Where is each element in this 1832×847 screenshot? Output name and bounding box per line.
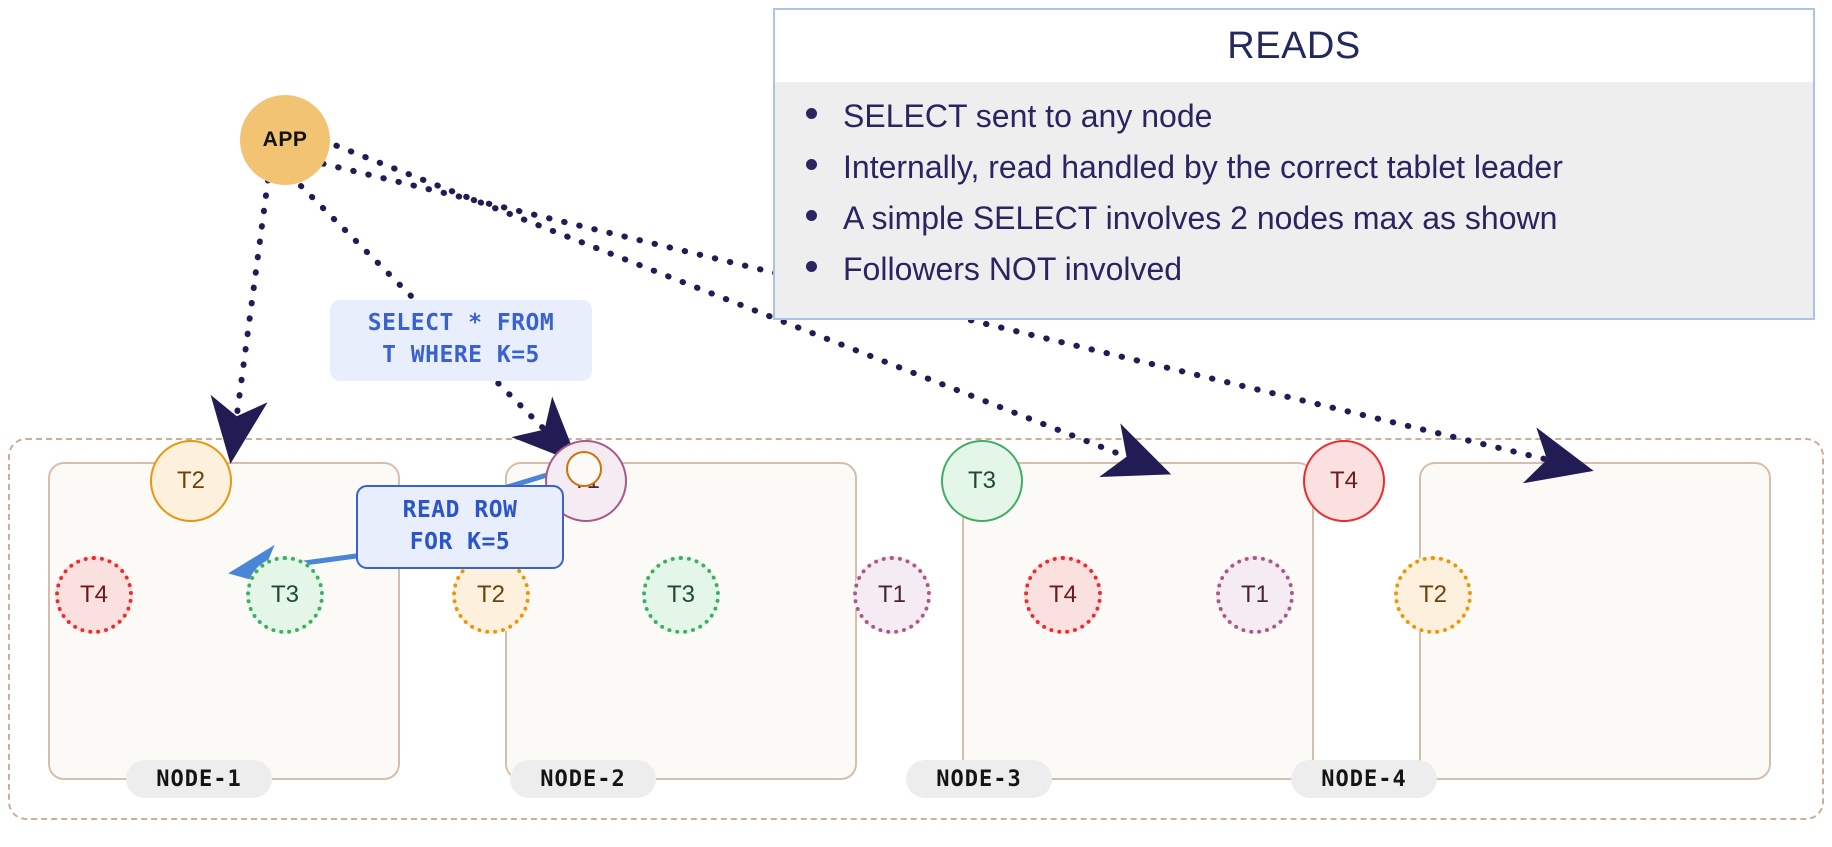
tablet-leader-node-1[interactable]: T2 — [150, 440, 232, 522]
app-node[interactable]: APP — [240, 95, 330, 185]
list-item: Internally, read handled by the correct … — [793, 147, 1795, 188]
list-item: SELECT sent to any node — [793, 96, 1795, 137]
read-line-1: READ ROW — [402, 497, 518, 523]
tablet-label: T2 — [176, 467, 205, 494]
tablet-follower-node-4-a[interactable]: T1 — [1216, 556, 1294, 634]
node-name: NODE-4 — [1321, 766, 1407, 792]
bullet-icon — [806, 108, 817, 119]
sql-query-callout: SELECT * FROM T WHERE K=5 — [330, 300, 592, 382]
bullet-text: Internally, read handled by the correct … — [843, 148, 1563, 185]
reads-info-panel: READS SELECT sent to any node Internally… — [773, 8, 1815, 320]
tablet-leader-node-3[interactable]: T3 — [941, 440, 1023, 522]
tablet-label: T4 — [1329, 467, 1358, 494]
sql-line-1: SELECT * FROM — [367, 310, 555, 336]
node-box-node-4[interactable] — [1419, 462, 1771, 780]
tablet-label: T2 — [476, 581, 505, 608]
tablet-label: T1 — [877, 581, 906, 608]
node-label-node-2: NODE-2 — [510, 760, 656, 798]
app-label: APP — [262, 128, 308, 151]
tablet-follower-node-1-b[interactable]: T3 — [246, 556, 324, 634]
tablet-follower-node-4-b[interactable]: T2 — [1394, 556, 1472, 634]
bullet-icon — [806, 209, 817, 221]
tablet-label: T4 — [79, 581, 108, 608]
bullet-text: A simple SELECT involves 2 nodes max as … — [843, 199, 1558, 236]
node-label-node-1: NODE-1 — [126, 760, 272, 798]
sql-line-2: T WHERE K=5 — [382, 341, 540, 368]
list-item: Followers NOT involved — [793, 249, 1795, 290]
tablet-label: T3 — [270, 581, 299, 608]
tablet-follower-node-2-b[interactable]: T3 — [642, 556, 720, 634]
node-label-node-3: NODE-3 — [906, 760, 1052, 798]
reads-bullet-list: SELECT sent to any node Internally, read… — [793, 96, 1795, 290]
tablet-label: T3 — [666, 581, 695, 608]
tablet-follower-node-3-b[interactable]: T4 — [1024, 556, 1102, 634]
reads-panel-body: SELECT sent to any node Internally, read… — [775, 82, 1813, 318]
node-name: NODE-2 — [540, 766, 626, 792]
reads-panel-title: READS — [1227, 24, 1361, 67]
tablet-leader-node-4[interactable]: T4 — [1303, 440, 1385, 522]
bullet-icon — [806, 260, 817, 272]
tablet-label: T4 — [1048, 581, 1077, 608]
tablet-label: T3 — [967, 467, 996, 494]
arrow-app-to-node1 — [210, 177, 271, 464]
bullet-text: SELECT sent to any node — [843, 98, 1213, 134]
node2-entry-port[interactable] — [566, 451, 602, 487]
tablet-label: T1 — [1240, 581, 1269, 608]
node-name: NODE-3 — [936, 766, 1022, 792]
read-line-2: FOR K=5 — [409, 529, 511, 556]
bullet-icon — [806, 158, 817, 170]
tablet-label: T2 — [1418, 581, 1447, 608]
node-name: NODE-1 — [156, 766, 242, 792]
list-item: A simple SELECT involves 2 nodes max as … — [793, 198, 1795, 239]
tablet-follower-node-1-a[interactable]: T4 — [55, 556, 133, 634]
bullet-text: Followers NOT involved — [843, 250, 1183, 287]
node-label-node-4: NODE-4 — [1291, 760, 1437, 798]
tablet-follower-node-3-a[interactable]: T1 — [853, 556, 931, 634]
read-row-callout: READ ROW FOR K=5 — [356, 485, 564, 570]
